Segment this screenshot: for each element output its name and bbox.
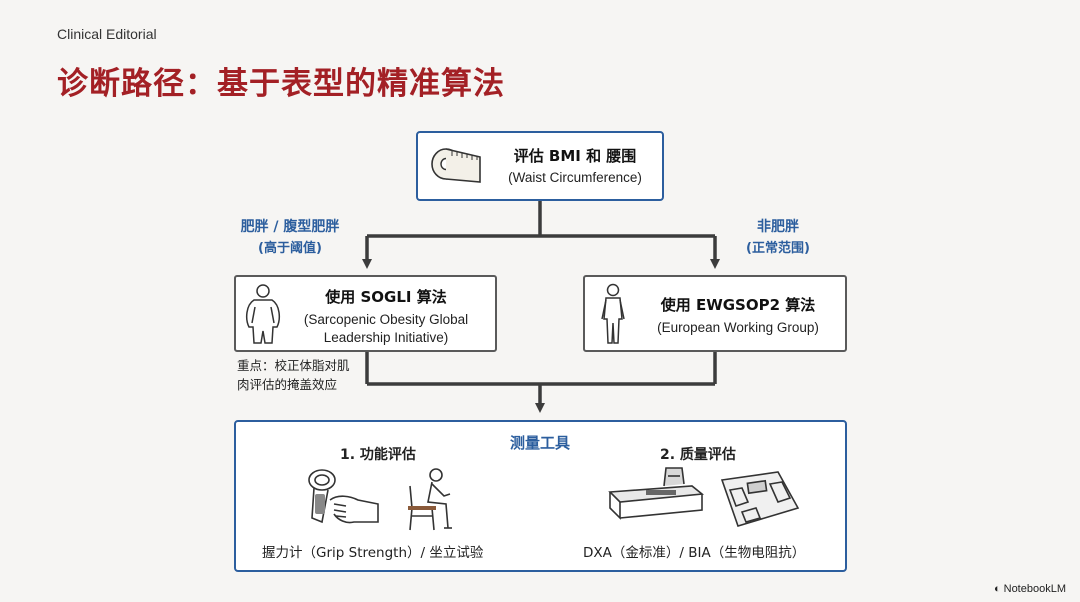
sogli-box: 使用 SOGLI 算法 (Sarcopenic Obesity Global L… [234,275,497,352]
ewgsop2-box: 使用 EWGSOP2 算法 (European Working Group) [583,275,847,352]
obese-person-icon [245,284,281,344]
branch-obese-text: 肥胖 / 腹型肥胖 [240,219,340,235]
branch-nonobese-text: 非肥胖 [757,219,799,235]
assess-bmi-title: 评估 BMI 和 腰围 [513,147,637,165]
sogli-note-line2: 肉评估的掩盖效应 [237,377,338,392]
assess-bmi-box: 评估 BMI 和 腰围 (Waist Circumference) [416,131,664,201]
branch-nonobese-label: 非肥胖 (正常范围) [730,216,826,260]
ewgsop2-subtitle: (European Working Group) [657,320,819,335]
sogli-title: 使用 SOGLI 算法 [325,288,447,306]
branch-obese-label: 肥胖 / 腹型肥胖 (高于阈值) [228,216,352,260]
quality-assessment-title: 2. 质量评估 [660,447,736,463]
assess-bmi-subtitle: (Waist Circumference) [508,170,642,185]
measurement-tools-title: 测量工具 [509,434,570,452]
functional-assessment-title: 1. 功能评估 [340,447,416,463]
quality-assessment-caption: DXA（金标准）/ BIA（生物电阻抗） [583,545,806,561]
sogli-note-line1: 重点：校正体脂对肌 [237,358,350,373]
tape-measure-icon [431,148,481,183]
kicker-label: Clinical Editorial [57,26,157,42]
branch-obese-sub: (高于阈值) [258,241,322,256]
slim-person-icon [601,283,625,344]
functional-assessment-caption: 握力计（Grip Strength）/ 坐立试验 [262,545,484,561]
notebooklm-brand: NotebookLM [1003,583,1066,595]
notebooklm-logo-icon: ◐ [993,583,1001,595]
ewgsop2-title: 使用 EWGSOP2 算法 [660,296,816,314]
chair-stand-icon [408,468,452,531]
sogli-subtitle-2: Leadership Initiative) [323,329,449,345]
notebooklm-footer: ◐NotebookLM [994,583,1066,595]
sogli-note: 重点：校正体脂对肌 肉评估的掩盖效应 [237,356,377,394]
bia-scale-icon [720,471,800,527]
sogli-subtitle-1: (Sarcopenic Obesity Global [303,312,469,327]
dxa-scanner-icon [608,467,705,520]
page-title: 诊断路径：基于表型的精准算法 [57,66,505,102]
hand-grip-dynamometer-icon [308,469,379,524]
branch-nonobese-sub: (正常范围) [746,241,810,256]
